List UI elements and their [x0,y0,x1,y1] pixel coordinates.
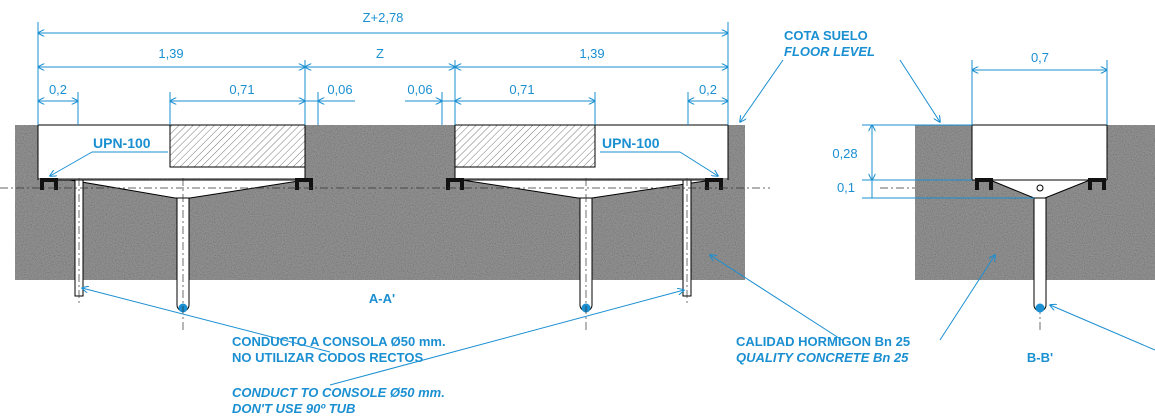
dim-section-width: 0,7 [1031,50,1049,65]
concrete-en: QUALITY CONCRETE Bn 25 [736,350,909,365]
dim-inner-left: 0,71 [229,82,254,97]
dim-edge-right: 0,2 [699,82,717,97]
conduct-es-line1: CONDUCTO A CONSOLA Ø50 mm. [232,334,446,349]
section-b-rails [975,178,1106,190]
dim-left-width: 1,39 [158,46,183,61]
section-b-pit [971,124,1108,312]
dimension-lines-b [862,60,1107,199]
section-b-label: B-B' [1027,350,1053,365]
conduct-en-line1: CONDUCT TO CONSOLE Ø50 mm. [232,385,445,400]
dim-edge-left: 0,2 [49,82,67,97]
dim-inner-right: 0,71 [509,82,534,97]
dimension-lines-a [38,22,728,125]
upn-label-left: UPN-100 [93,135,151,151]
concrete-leaders [710,255,1155,351]
dim-rail-left: 0,06 [327,82,352,97]
conduct-leaders [82,288,684,386]
dim-section-rail: 0,1 [837,180,855,195]
floor-level-en: FLOOR LEVEL [784,44,875,59]
right-hatched-slab [454,124,596,168]
conduct-es-line2: NO UTILIZAR CODOS RECTOS [232,350,423,365]
concrete-es: CALIDAD HORMIGON Bn 25 [736,334,910,349]
section-a-label: A-A' [369,291,395,306]
section-b-center-mark [1036,184,1044,192]
upn-rails [40,178,723,190]
conduct-en-line2: DON'T USE 90º TUB [232,401,355,416]
left-hatched-slab [169,124,306,168]
floor-leaders [740,59,940,122]
dim-total: Z+2,78 [363,10,404,25]
upn-label-right: UPN-100 [602,135,660,151]
floor-level-es: COTA SUELO [784,28,868,43]
dim-gap: Z [376,46,384,61]
dim-right-width: 1,39 [579,46,604,61]
dim-section-depth: 0,28 [832,146,857,161]
section-b-conduit-end [1035,303,1045,313]
dim-rail-right: 0,06 [407,82,432,97]
upn-leaders [50,151,718,176]
